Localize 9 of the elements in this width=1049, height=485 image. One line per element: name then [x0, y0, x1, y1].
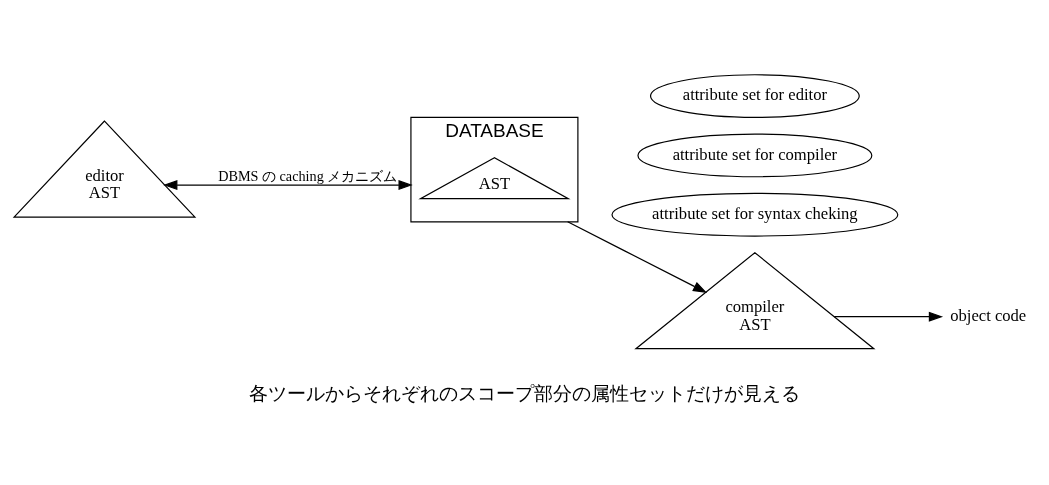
node-ellipse: attribute set for editor	[649, 73, 860, 118]
node-text: object code	[950, 305, 1027, 325]
arrow	[833, 311, 944, 322]
caption: 各ツールからそれぞれのスコープ部分の属性セットだけが見える	[249, 382, 800, 404]
node-ellipse: attribute set for syntax cheking	[611, 192, 899, 237]
arrow	[163, 179, 413, 190]
node-ellipse: attribute set for compiler	[637, 132, 873, 177]
arrow	[567, 220, 708, 293]
edge-label: DBMS の caching メカニズム	[218, 167, 398, 184]
